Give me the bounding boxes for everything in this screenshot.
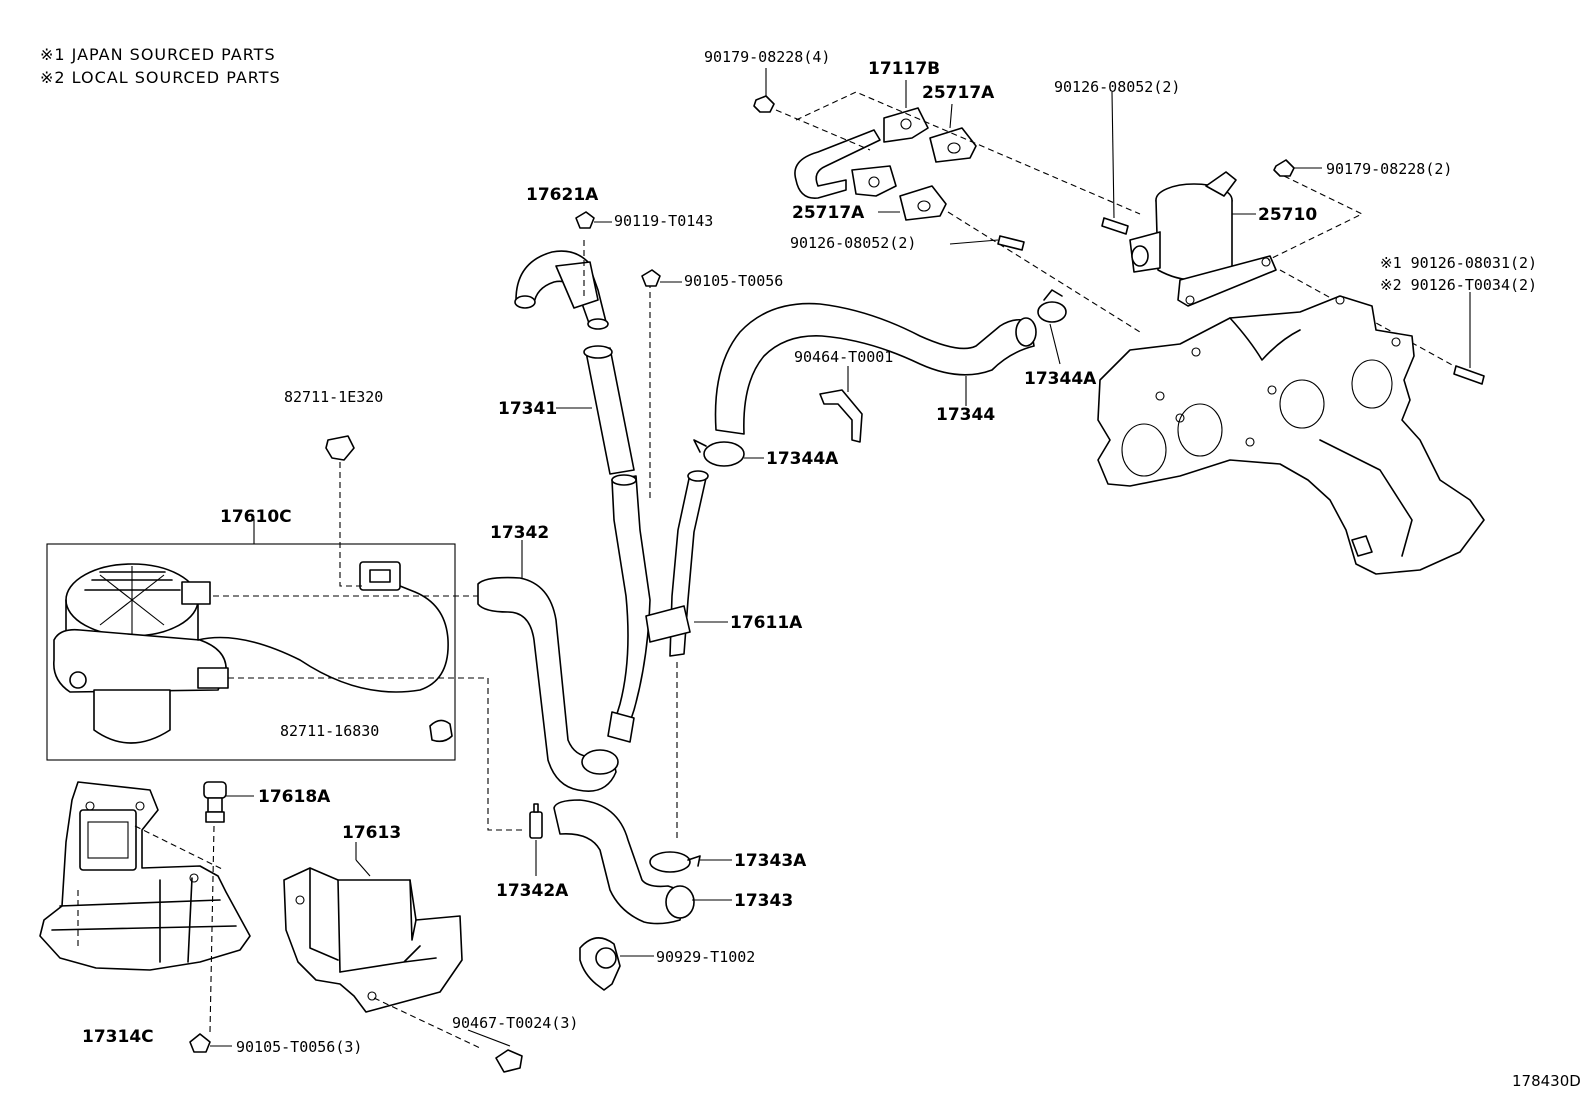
valve-25710[interactable]	[1129, 171, 1277, 307]
bolt-90105-t0056[interactable]	[641, 269, 682, 287]
label-17613: 17613	[342, 823, 401, 843]
nut-90179-08228-4[interactable]	[753, 68, 1141, 215]
label-17344a-mid: 17344A	[766, 449, 839, 469]
label-82711-16830: 82711-16830	[280, 722, 379, 740]
air-pump-assembly[interactable]	[46, 519, 525, 831]
note-japan-sourced: ※1 JAPAN SOURCED PARTS	[40, 45, 276, 64]
label-90126-08052-2-mid: 90126-08052(2)	[790, 234, 916, 252]
label-90119-t0143: 90119-T0143	[614, 212, 713, 230]
label-17344a-right: 17344A	[1024, 369, 1097, 389]
cover-17613[interactable]	[283, 842, 481, 1049]
clip-90467-t0024-3[interactable]	[467, 1029, 523, 1073]
label-90467-t0024-3: 90467-T0024(3)	[452, 1014, 578, 1032]
label-25717a-top: 25717A	[922, 83, 995, 103]
label-90929-t1002: 90929-T1002	[656, 948, 755, 966]
clip-17342a[interactable]	[529, 803, 543, 876]
label-17344: 17344	[936, 405, 995, 425]
bracket-17314c[interactable]	[39, 781, 251, 971]
gasket-25717a-mid[interactable]	[878, 185, 947, 221]
grommet-17618a[interactable]	[203, 781, 254, 1033]
clamp-17344a-mid[interactable]	[693, 439, 764, 467]
pipe-17621a[interactable]	[514, 240, 609, 330]
clamp-90929-t1002[interactable]	[579, 937, 654, 991]
label-90126-t0034: ※2 90126-T0034(2)	[1380, 276, 1537, 294]
clamp-17344a-right[interactable]	[1037, 289, 1067, 365]
label-90464-t0001: 90464-T0001	[794, 348, 893, 366]
label-17341: 17341	[498, 399, 557, 419]
label-17342: 17342	[490, 523, 549, 543]
label-25710: 25710	[1258, 205, 1317, 225]
nut-90179-08228-2[interactable]	[1267, 159, 1364, 261]
pipe-17611a[interactable]	[607, 280, 728, 840]
bolt-90105-t0056-3[interactable]	[189, 1033, 232, 1053]
clamp-17343a[interactable]	[649, 851, 732, 873]
label-17343a: 17343A	[734, 851, 807, 871]
diagram-code: 178430D	[1512, 1072, 1581, 1090]
label-17342a: 17342A	[496, 881, 569, 901]
label-90105-t0056-3: 90105-T0056(3)	[236, 1038, 362, 1056]
label-17343: 17343	[734, 891, 793, 911]
pipe-17117b[interactable]	[794, 80, 929, 199]
note-local-sourced: ※2 LOCAL SOURCED PARTS	[40, 68, 281, 87]
label-17314c: 17314C	[82, 1027, 154, 1047]
stud-90126-08052-top[interactable]	[1101, 91, 1129, 235]
stud-90126-08052-mid[interactable]	[947, 211, 1141, 333]
label-82711-1e320: 82711-1E320	[284, 388, 383, 406]
gasket-25717a-top[interactable]	[929, 103, 977, 163]
label-17117b: 17117B	[868, 59, 940, 79]
hose-17343[interactable]	[553, 799, 732, 925]
connector-82711-1e320[interactable]	[325, 435, 362, 587]
label-17610c: 17610C	[220, 507, 292, 527]
bolt-90119-t0143[interactable]	[575, 211, 612, 229]
label-17611a: 17611A	[730, 613, 803, 633]
stud-90126-right[interactable]	[1279, 269, 1485, 385]
clamp-90464-t0001[interactable]	[819, 366, 863, 443]
hose-17341[interactable]	[556, 345, 635, 475]
label-90105-t0056: 90105-T0056	[684, 272, 783, 290]
exhaust-manifold[interactable]	[1097, 295, 1485, 575]
label-25717a-mid: 25717A	[792, 203, 865, 223]
label-90179-08228-2: 90179-08228(2)	[1326, 160, 1452, 178]
label-17618a: 17618A	[258, 787, 331, 807]
hose-17344[interactable]	[714, 302, 1037, 435]
label-90126-08031: ※1 90126-08031(2)	[1380, 254, 1537, 272]
hose-17342[interactable]	[477, 540, 619, 792]
label-90179-08228-4: 90179-08228(4)	[704, 48, 830, 66]
label-17621a: 17621A	[526, 185, 599, 205]
label-90126-08052-2-top: 90126-08052(2)	[1054, 78, 1180, 96]
